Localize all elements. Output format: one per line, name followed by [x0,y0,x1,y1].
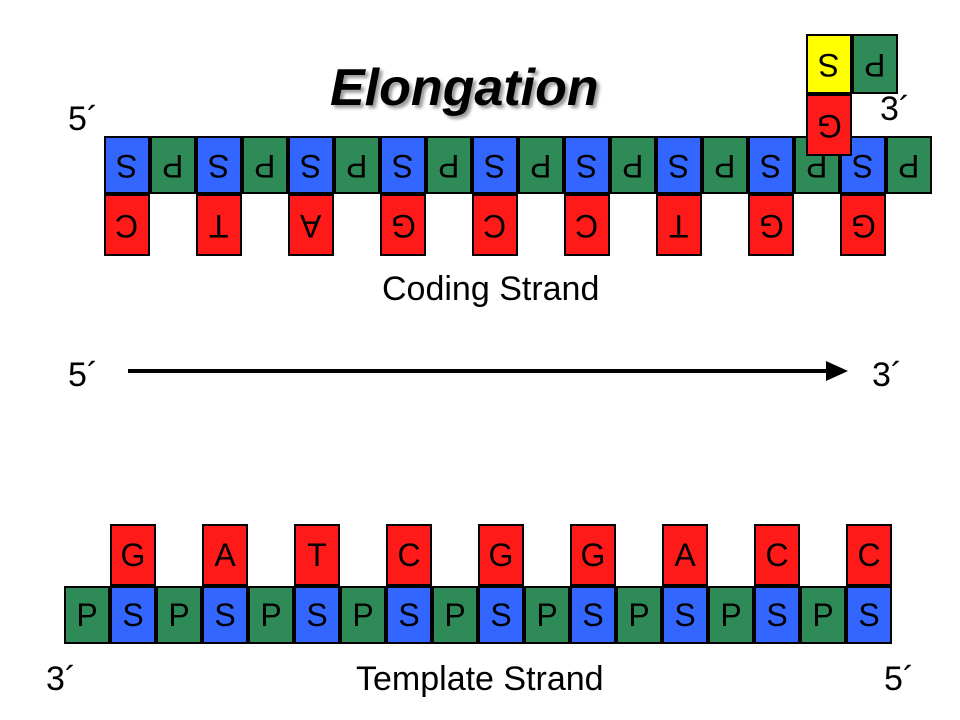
coding-phosphate: P [334,136,380,194]
template-sugar: S [754,586,800,644]
coding-phosphate: P [610,136,656,194]
template-base-letter: A [674,536,696,573]
template-base: C [754,524,800,586]
template-base-letter: C [397,536,421,573]
coding-base: C [564,194,610,256]
coding-phosphate: P [426,136,472,194]
template-sugar-letter: S [490,596,512,633]
template-base-letter: G [488,536,514,573]
template-phosphate-letter: P [720,596,742,633]
template-base-letter: G [120,536,146,573]
template-base-letter: C [857,536,881,573]
coding-base: G [380,194,426,256]
template-phosphate: P [524,586,570,644]
template-sugar-letter: S [582,596,604,633]
template-sugar-letter: S [674,596,696,633]
template-sugar-letter: S [306,596,328,633]
template-sugar: S [846,586,892,644]
template-base: G [570,524,616,586]
coding-phosphate: P [242,136,288,194]
coding-phosphate: P [702,136,748,194]
coding-sugar: S [196,136,242,194]
template-sugar-letter: S [122,596,144,633]
coding-base: C [472,194,518,256]
template-sugar-letter: S [214,596,236,633]
template-phosphate-letter: P [260,596,282,633]
arrow-3prime-label: 3´ [872,356,903,394]
template-phosphate: P [340,586,386,644]
arrow-5prime-label: 5´ [68,356,99,394]
template-sugar-letter: S [766,596,788,633]
coding-sugar: S [748,136,794,194]
incoming-phosphate: P [852,34,898,94]
template-strand-5prime-label: 5´ [884,660,915,698]
template-base-letter: T [307,536,327,573]
coding-strand-5prime-label: 5´ [68,100,99,138]
template-sugar: S [202,586,248,644]
template-sugar-letter: S [858,596,880,633]
template-phosphate-letter: P [168,596,190,633]
coding-sugar: S [288,136,334,194]
template-sugar: S [478,586,524,644]
template-sugar: S [294,586,340,644]
template-sugar: S [570,586,616,644]
template-phosphate-letter: P [628,596,650,633]
template-phosphate: P [616,586,662,644]
template-phosphate: P [800,586,846,644]
incoming-base: G [806,94,852,156]
template-base: G [110,524,156,586]
template-phosphate-letter: P [444,596,466,633]
coding-sugar: S [380,136,426,194]
template-phosphate: P [432,586,478,644]
template-phosphate-letter: P [76,596,98,633]
coding-sugar: S [564,136,610,194]
template-phosphate-letter: P [812,596,834,633]
template-base: C [846,524,892,586]
coding-sugar: S [104,136,150,194]
slide-title: Elongation [330,59,599,117]
coding-base: G [840,194,886,256]
template-base: A [202,524,248,586]
arrow-head [826,361,848,381]
template-phosphate: P [64,586,110,644]
template-phosphate: P [248,586,294,644]
coding-phosphate: P [518,136,564,194]
template-base: C [386,524,432,586]
template-base-letter: C [765,536,789,573]
coding-strand-label: Coding Strand [382,270,600,308]
incoming-sugar: S [806,34,852,94]
coding-sugar: S [656,136,702,194]
template-strand-label: Template Strand [356,660,604,698]
template-sugar: S [110,586,156,644]
template-base: T [294,524,340,586]
coding-phosphate: P [886,136,932,194]
coding-strand-3prime-label: 3´ [880,90,911,128]
template-phosphate-letter: P [352,596,374,633]
template-base-letter: G [580,536,606,573]
coding-sugar: S [472,136,518,194]
template-base: G [478,524,524,586]
template-phosphate: P [156,586,202,644]
template-sugar: S [386,586,432,644]
template-phosphate-letter: P [536,596,558,633]
coding-base: G [748,194,794,256]
template-sugar-letter: S [398,596,420,633]
coding-base: T [656,194,702,256]
template-base: A [662,524,708,586]
template-sugar: S [662,586,708,644]
coding-phosphate: P [150,136,196,194]
coding-base: A [288,194,334,256]
template-strand-3prime-label: 3´ [46,660,77,698]
coding-base: C [104,194,150,256]
template-phosphate: P [708,586,754,644]
template-base-letter: A [214,536,236,573]
coding-base: T [196,194,242,256]
